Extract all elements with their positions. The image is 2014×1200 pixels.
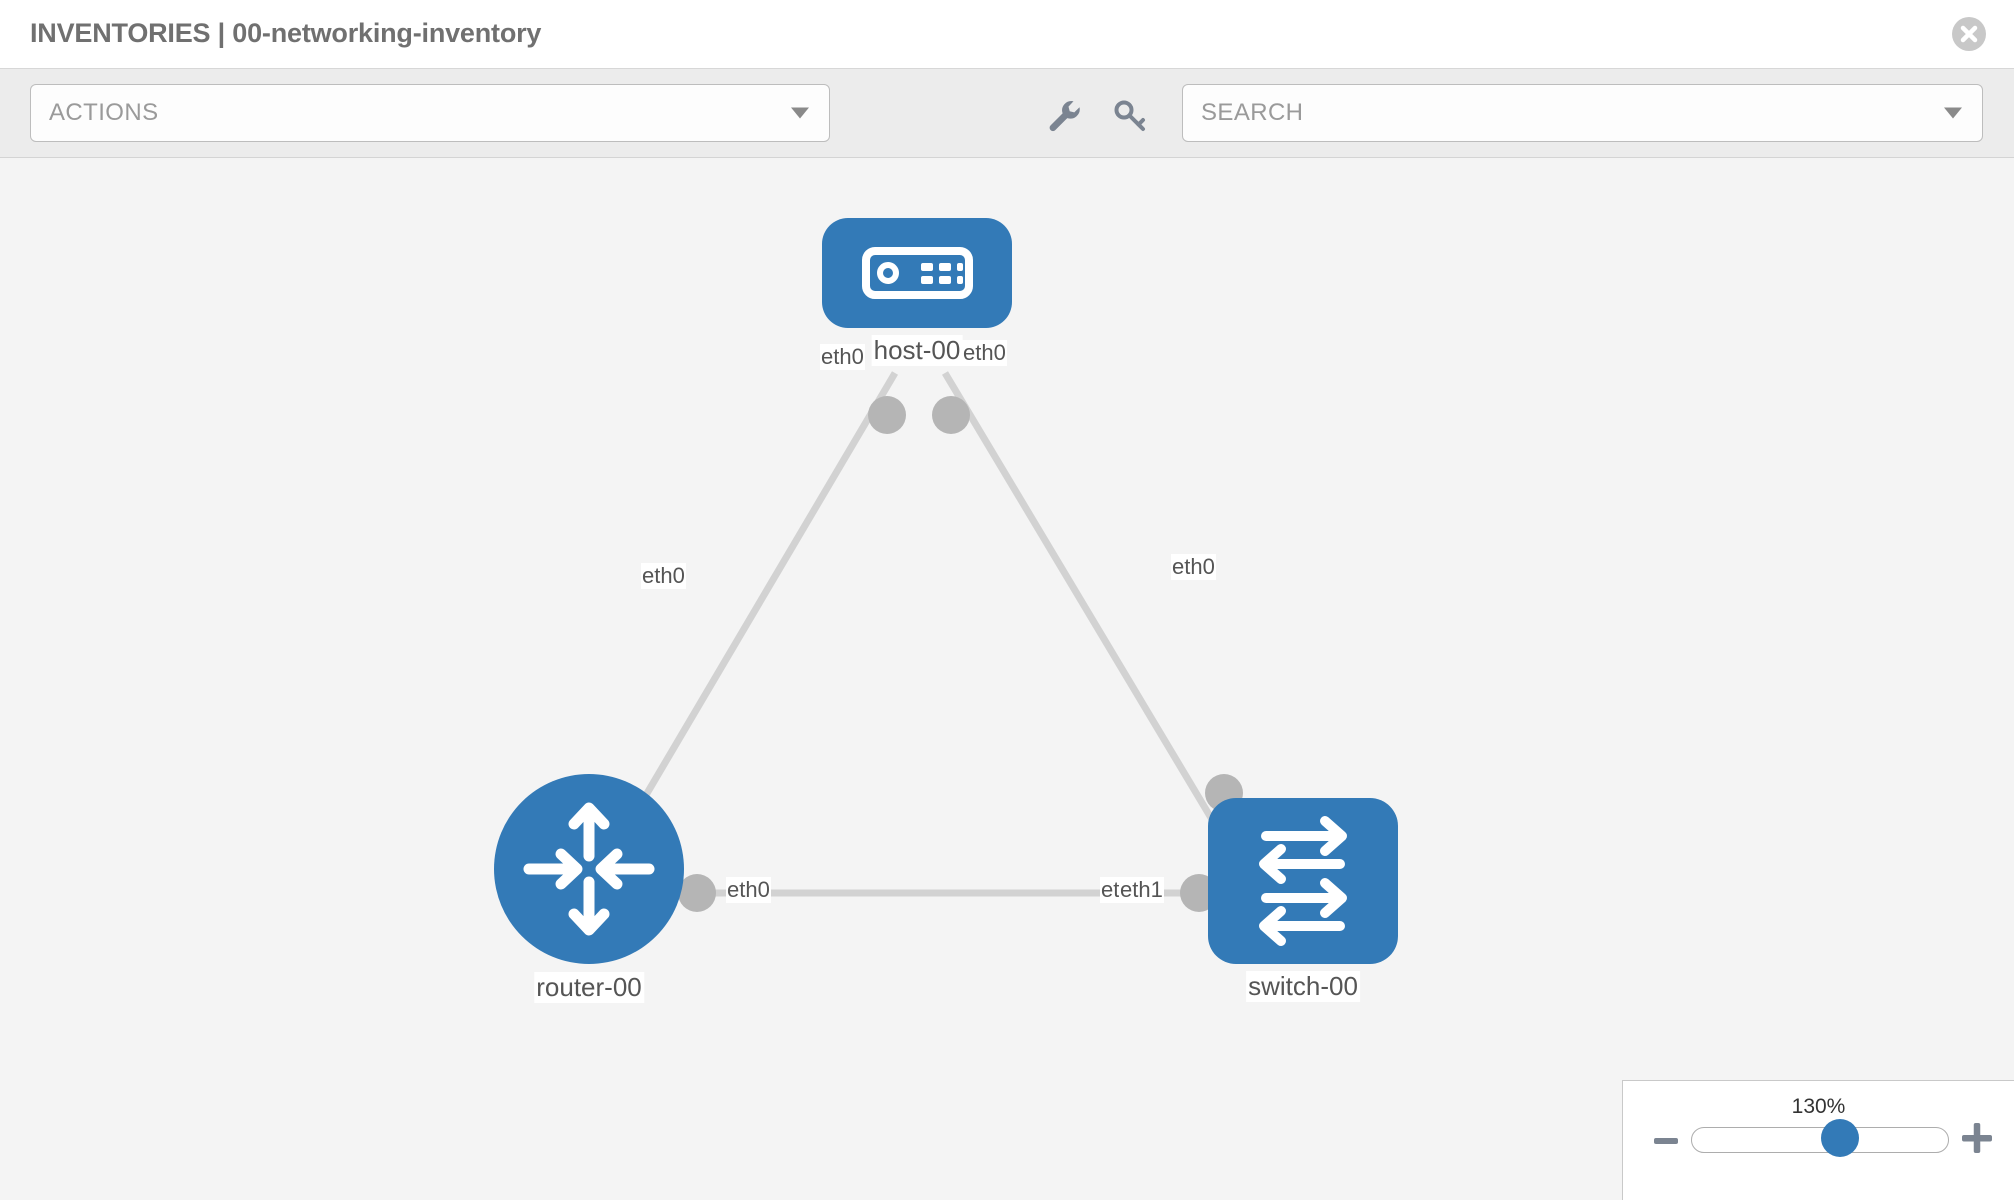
key-icon[interactable]: [1110, 95, 1152, 137]
zoom-out-icon[interactable]: [1653, 1128, 1679, 1159]
node-router-00-shape: [494, 774, 684, 964]
wrench-icon[interactable]: [1043, 95, 1085, 137]
window-header: INVENTORIES | 00-networking-inventory: [0, 0, 2014, 69]
actions-dropdown[interactable]: ACTIONS: [30, 84, 830, 142]
port-host-right[interactable]: [932, 396, 970, 434]
zoom-in-icon[interactable]: [1960, 1121, 1994, 1160]
close-icon[interactable]: [1952, 17, 1986, 51]
port-host-left[interactable]: [868, 396, 906, 434]
topology-canvas[interactable]: host-00: [0, 158, 2014, 1200]
node-host-00[interactable]: host-00: [822, 218, 1012, 418]
server-icon: [862, 247, 973, 299]
node-router-00[interactable]: router-00: [494, 774, 684, 1004]
link-label-host-right: eth0: [962, 340, 1007, 366]
node-host-00-shape: [822, 218, 1012, 328]
zoom-slider-thumb[interactable]: [1821, 1119, 1859, 1157]
node-switch-00[interactable]: switch-00: [1208, 798, 1398, 1008]
node-switch-00-shape: [1208, 798, 1398, 964]
zoom-control-panel: 130%: [1622, 1080, 2014, 1200]
node-host-00-label: host-00: [871, 335, 963, 366]
link-label-router-right: eth0: [726, 877, 771, 903]
node-router-00-label: router-00: [534, 972, 644, 1003]
router-arrows-icon: [523, 802, 655, 936]
search-placeholder: SEARCH: [1201, 99, 1304, 126]
actions-dropdown-label: ACTIONS: [49, 99, 159, 126]
link-label-switch-up: eth0: [1171, 554, 1216, 580]
page-title: INVENTORIES | 00-networking-inventory: [30, 18, 542, 48]
port-router-right[interactable]: [678, 874, 716, 912]
chevron-down-icon: [1944, 107, 1962, 119]
link-host-router: [596, 371, 899, 875]
chevron-down-icon: [791, 107, 809, 119]
node-switch-00-label: switch-00: [1246, 971, 1360, 1002]
search-input[interactable]: SEARCH: [1182, 84, 1983, 142]
link-host-switch: [941, 371, 1239, 860]
zoom-level-value: 130%: [1791, 1095, 1846, 1118]
switch-arrows-icon: [1259, 816, 1347, 946]
link-label-switch-left-b: eth1: [1119, 877, 1164, 903]
zoom-slider-track[interactable]: [1691, 1127, 1949, 1153]
link-label-router-up: eth0: [641, 563, 686, 589]
link-label-host-left: eth0: [820, 344, 865, 370]
